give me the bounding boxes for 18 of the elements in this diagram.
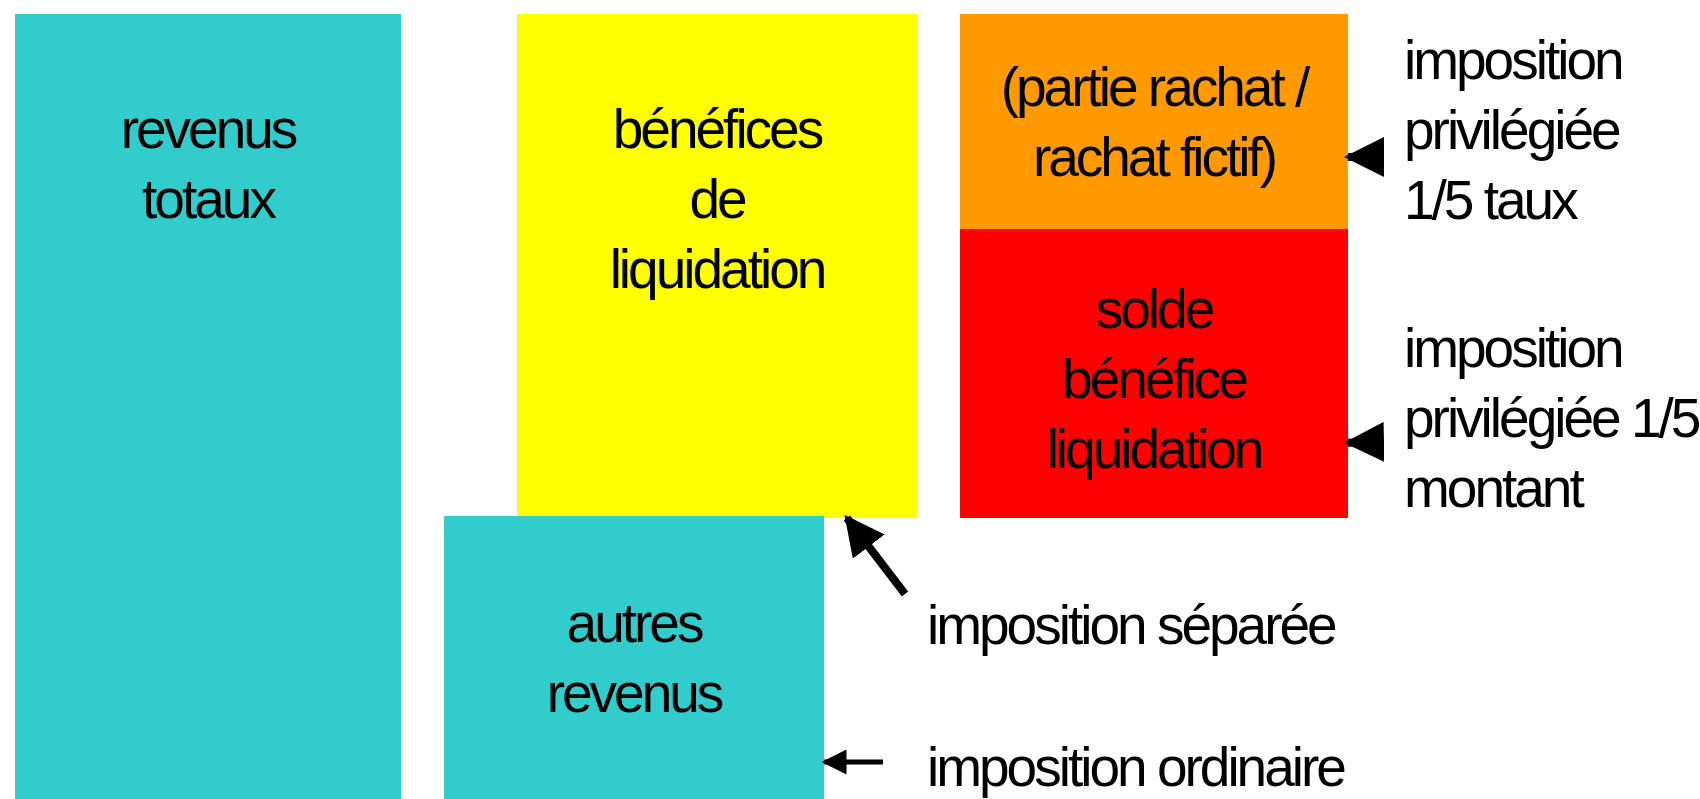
bar-label: revenus totaux bbox=[119, 97, 297, 232]
income-bar bbox=[517, 14, 917, 518]
bar-label: bénéfices de liquidation bbox=[608, 97, 826, 302]
arrow bbox=[843, 514, 909, 597]
annotation-label: imposition séparée bbox=[927, 593, 1335, 658]
annotation-label: imposition ordinaire bbox=[927, 735, 1344, 799]
income-bar bbox=[960, 14, 1348, 229]
bar-label: autres revenus bbox=[545, 590, 723, 726]
bar-label: solde bénéfice liquidation bbox=[1045, 276, 1263, 482]
arrow bbox=[1344, 137, 1384, 177]
income-bar bbox=[960, 229, 1348, 518]
annotation-label: imposition privilégiée 1/5 montant bbox=[1404, 315, 1700, 521]
income-bar bbox=[15, 14, 401, 799]
annotation-label: imposition privilégiée 1/5 taux bbox=[1404, 27, 1623, 233]
bar-label: (partie rachat / rachat fictif) bbox=[999, 54, 1309, 190]
income-bar bbox=[444, 516, 824, 799]
arrow bbox=[821, 749, 883, 775]
arrow bbox=[1344, 421, 1385, 462]
